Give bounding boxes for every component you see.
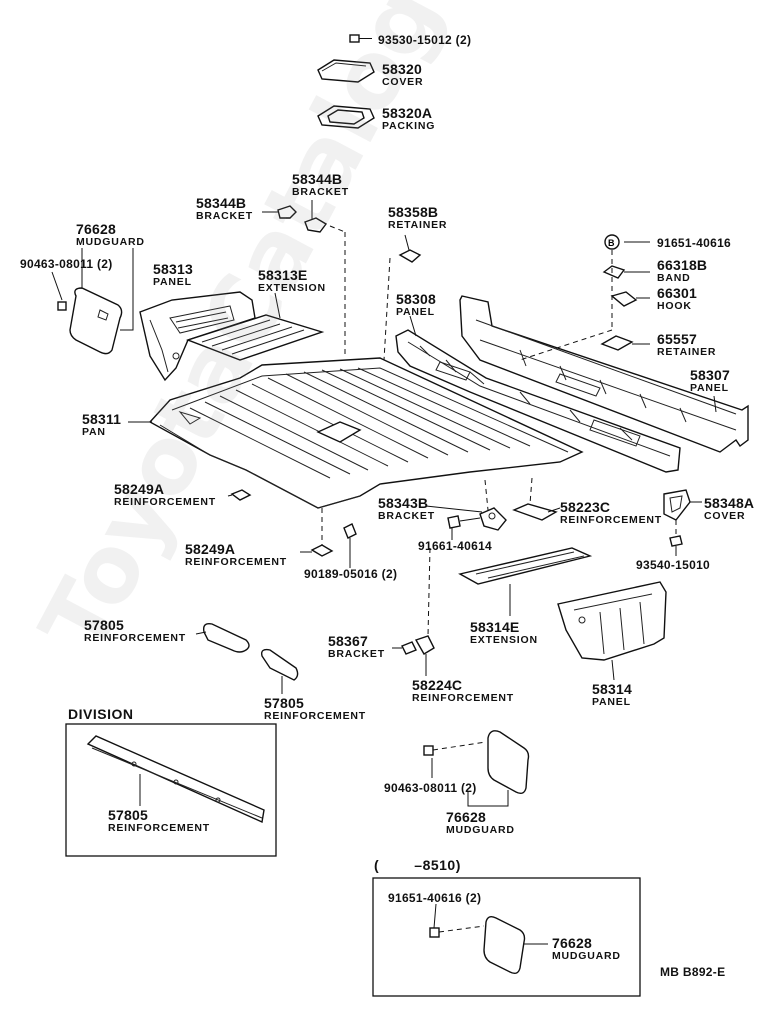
retainer-58358b [398, 234, 422, 263]
panel-58308 [395, 315, 681, 473]
reinforcement-58223c [512, 503, 561, 521]
pan-58311 [128, 357, 584, 509]
bracket-58344b-upper [304, 200, 328, 233]
packing-58320a [317, 105, 375, 129]
callout-91651-upper: 91651-40616 [657, 236, 732, 250]
panel-58313 [139, 291, 256, 382]
extension-58314e [458, 547, 593, 616]
reinforcement-57805-b [260, 648, 299, 694]
callout-93530: 93530-15012 (2) [378, 33, 472, 47]
cover-58348a [663, 489, 702, 556]
range-label: ( –8510) [374, 857, 461, 873]
reinforcement-58249a-lower [300, 544, 334, 557]
callout-93540: 93540-15010 [636, 558, 711, 572]
callout-91661: 91661-40614 [418, 539, 493, 553]
mudguard-76628-upper [51, 248, 134, 355]
bracket-58344b-left [262, 205, 297, 219]
bracket-58343b [425, 505, 507, 540]
reinforcement-58224c [414, 635, 435, 676]
fastener-stack: B [519, 234, 650, 361]
svg-text:B: B [608, 238, 615, 248]
callout-90463-lower: 90463-08011 (2) [384, 781, 477, 795]
range-frame [372, 877, 641, 997]
cover-58320 [317, 59, 375, 83]
mudguard-76628-middle [423, 730, 530, 807]
bolt-93530 [349, 34, 372, 43]
division-title: DIVISION [68, 706, 134, 722]
diagram-reference: MB B892-E [660, 965, 726, 979]
reinforcement-57805-a [195, 622, 250, 653]
panel-58307 [459, 295, 749, 453]
clip-90189 [343, 523, 357, 568]
division-frame [65, 723, 277, 857]
reinforcement-58249a-upper [227, 489, 252, 501]
extension-58313e [185, 292, 325, 361]
bracket-58367 [392, 641, 417, 655]
callout-90189: 90189-05016 (2) [304, 567, 398, 581]
callout-90463-upper: 90463-08011 (2) [20, 257, 113, 271]
panel-58314 [557, 581, 667, 681]
callout-91651-lower: 91651-40616 (2) [388, 891, 482, 905]
